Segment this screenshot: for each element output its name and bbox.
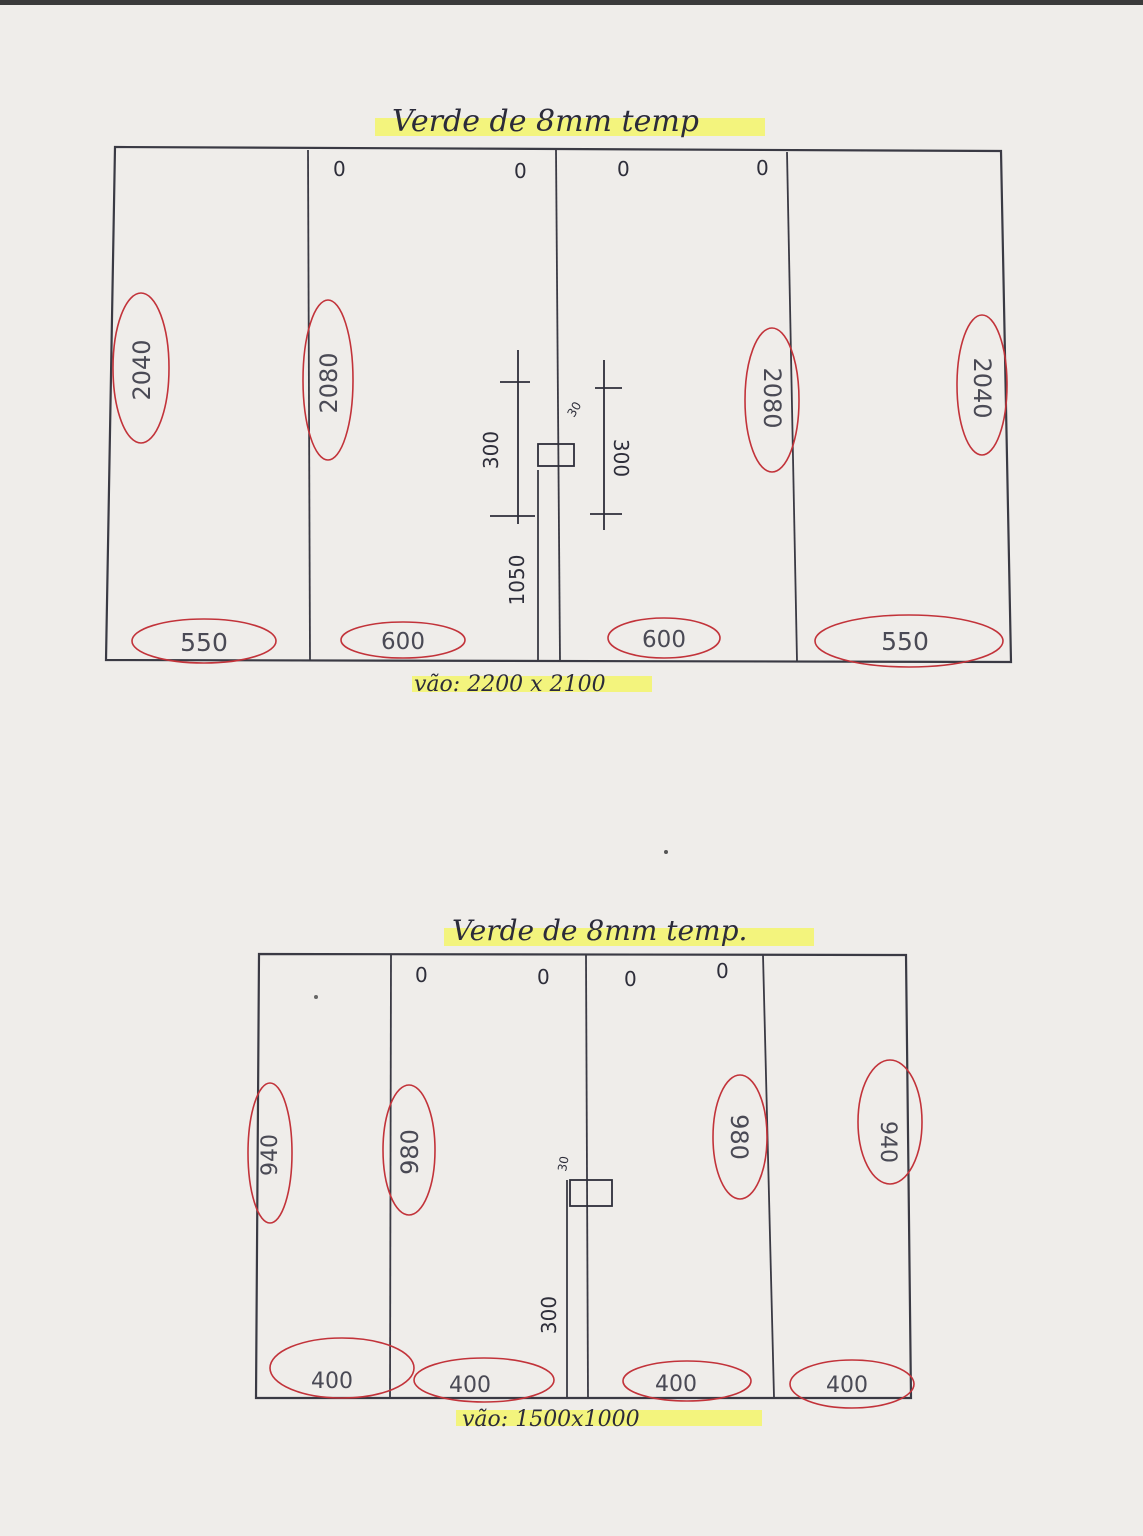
glass-frame bbox=[104, 145, 1013, 664]
hole-marker: 0 bbox=[617, 157, 630, 181]
glass-frame bbox=[254, 952, 913, 1400]
panel-height: 940 bbox=[258, 1134, 283, 1176]
panel-divider bbox=[786, 151, 798, 662]
panel-divider bbox=[307, 149, 311, 661]
panel-width: 400 bbox=[826, 1373, 868, 1398]
width-circle bbox=[131, 618, 277, 664]
panel-height: 980 bbox=[396, 1129, 424, 1175]
height-circle bbox=[247, 1082, 293, 1224]
panel-divider bbox=[555, 149, 561, 662]
width-circle bbox=[269, 1337, 415, 1399]
panel-width: 400 bbox=[449, 1373, 491, 1398]
opening-highlight bbox=[456, 1410, 762, 1426]
opening-size: vão: 1500x1000 bbox=[462, 1407, 640, 1432]
panel-height: 2080 bbox=[315, 352, 343, 413]
height-circle bbox=[744, 327, 800, 473]
opening-size: vão: 2200 x 2100 bbox=[414, 672, 606, 697]
drawing-2: Verde de 8mm temp. 0 0 0 0 940 980 980 9… bbox=[247, 914, 923, 1432]
panel-divider bbox=[585, 954, 589, 1398]
handle-span-left: 300 bbox=[479, 431, 503, 469]
dimension-line-left bbox=[490, 350, 535, 524]
drawing-1: Verde de 8mm temp 0 0 0 0 2040 2080 2080… bbox=[104, 104, 1013, 697]
hole-marker: 0 bbox=[415, 963, 428, 987]
drawing-title: Verde de 8mm temp. bbox=[452, 914, 747, 947]
height-circle bbox=[956, 314, 1008, 456]
handle-offset: 1050 bbox=[505, 555, 529, 606]
panel-width: 400 bbox=[311, 1369, 353, 1394]
hole-marker: 0 bbox=[537, 965, 550, 989]
height-circle bbox=[112, 292, 170, 444]
width-circle bbox=[340, 621, 466, 659]
width-circle bbox=[622, 1360, 752, 1402]
height-circle bbox=[857, 1059, 923, 1185]
height-circle bbox=[302, 299, 354, 461]
width-circle bbox=[413, 1357, 555, 1403]
width-circle bbox=[789, 1359, 915, 1409]
panel-height: 980 bbox=[725, 1114, 753, 1160]
panel-width: 600 bbox=[381, 629, 425, 655]
panel-width: 400 bbox=[655, 1372, 697, 1397]
handle-span-right: 300 bbox=[609, 439, 633, 477]
panel-width: 600 bbox=[642, 627, 686, 653]
panel-width: 550 bbox=[180, 628, 228, 657]
panel-width: 550 bbox=[881, 627, 929, 656]
hole-marker: 0 bbox=[716, 959, 729, 983]
title-highlight bbox=[444, 928, 814, 946]
hole-marker: 0 bbox=[514, 159, 527, 183]
paper-speck bbox=[314, 995, 318, 999]
width-circle bbox=[607, 617, 721, 659]
panel-divider bbox=[389, 954, 392, 1398]
handle-hole bbox=[537, 443, 575, 467]
handle-size: 30 bbox=[564, 399, 584, 419]
opening-highlight bbox=[412, 676, 652, 692]
panel-height: 2040 bbox=[968, 357, 996, 418]
drawing-title: Verde de 8mm temp bbox=[392, 104, 699, 139]
hole-marker: 0 bbox=[756, 156, 769, 180]
dimension-line-right bbox=[590, 360, 622, 530]
height-circle bbox=[712, 1074, 768, 1200]
paper-speck bbox=[664, 850, 668, 854]
panel-height: 940 bbox=[875, 1121, 900, 1163]
hole-marker: 0 bbox=[333, 157, 346, 181]
height-circle bbox=[382, 1084, 436, 1216]
width-circle bbox=[814, 614, 1004, 668]
panel-height: 2040 bbox=[128, 339, 156, 400]
hole-marker: 0 bbox=[624, 967, 637, 991]
handle-hole bbox=[569, 1179, 613, 1207]
panel-divider bbox=[762, 954, 775, 1398]
panel-height: 2080 bbox=[758, 367, 786, 428]
paper-top-edge bbox=[0, 0, 1143, 5]
handle-size: 30 bbox=[555, 1155, 571, 1172]
title-highlight bbox=[375, 118, 765, 136]
handle-offset: 300 bbox=[537, 1296, 561, 1334]
